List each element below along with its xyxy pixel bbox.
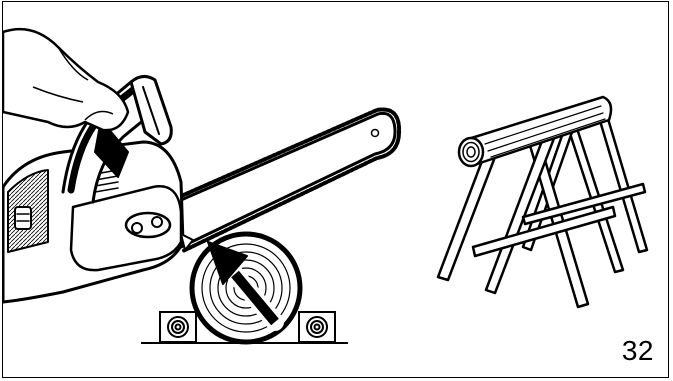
manual-illustration [3,2,669,378]
gloved-hand-icon [3,29,128,130]
support-block-icon [299,312,335,342]
figure-number: 32 [622,335,654,367]
support-block-icon [160,312,196,342]
sawhorse-icon [438,97,647,307]
